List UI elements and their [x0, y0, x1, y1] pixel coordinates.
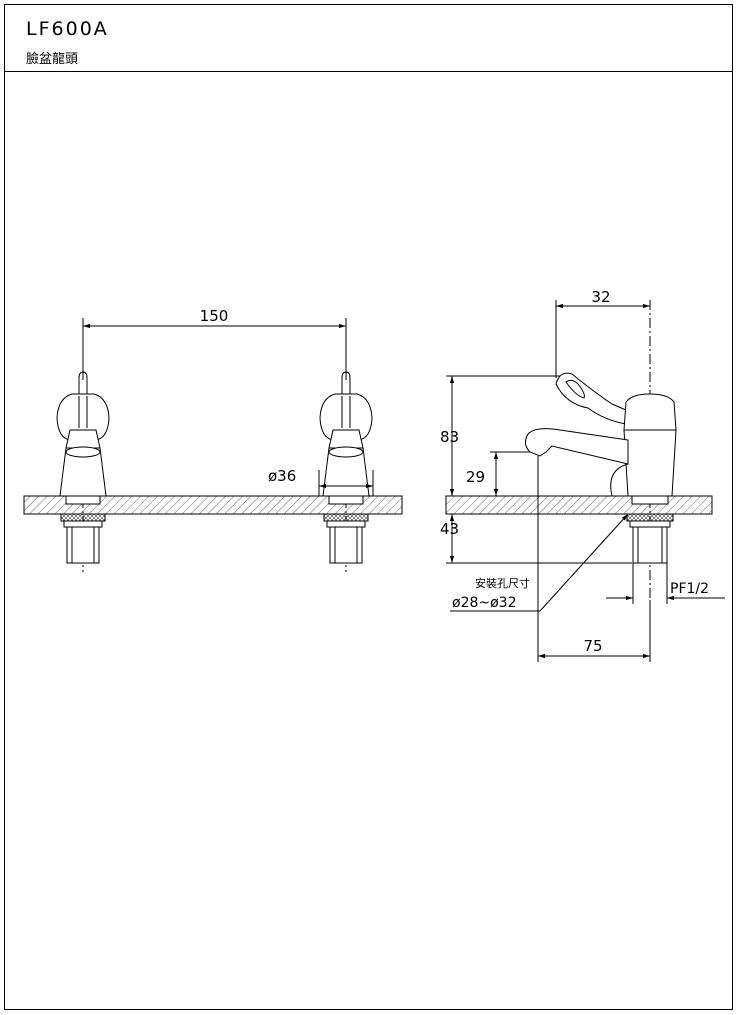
countertop-side: [445, 495, 713, 515]
label-thread: PF1/2: [670, 581, 709, 597]
label-hole-size: ø28~ø32: [452, 595, 517, 611]
dimension-below-counter: [446, 514, 632, 564]
tap-side: [524, 300, 677, 600]
dimension-spacing: [82, 318, 347, 380]
label-handle-offset: 32: [591, 288, 610, 306]
label-below-counter: 43: [440, 520, 459, 538]
left-tap-front: [56, 318, 110, 572]
title-block: LF600A 臉盆龍頭: [4, 4, 733, 72]
label-base-diameter: ø36: [268, 467, 296, 485]
model-number: LF600A: [26, 18, 109, 40]
dimension-base-diameter: [318, 470, 374, 496]
label-hole: 安裝孔尺寸: [475, 576, 530, 590]
dimension-spout-height: [490, 451, 530, 496]
hole-size-leader: [450, 513, 629, 612]
product-name: 臉盆龍頭: [26, 52, 79, 67]
label-spout-height: 29: [466, 468, 485, 486]
dimension-total-height: [446, 375, 560, 496]
dimension-handle-offset: [555, 300, 650, 378]
drawing-frame: [4, 4, 733, 1010]
label-spacing: 150: [200, 307, 229, 325]
label-total-height: 83: [440, 428, 459, 446]
countertop-front: [23, 495, 403, 515]
dimension-spout-reach: [537, 470, 651, 662]
dimension-thread: [606, 563, 725, 604]
label-spout-reach: 75: [583, 637, 602, 655]
